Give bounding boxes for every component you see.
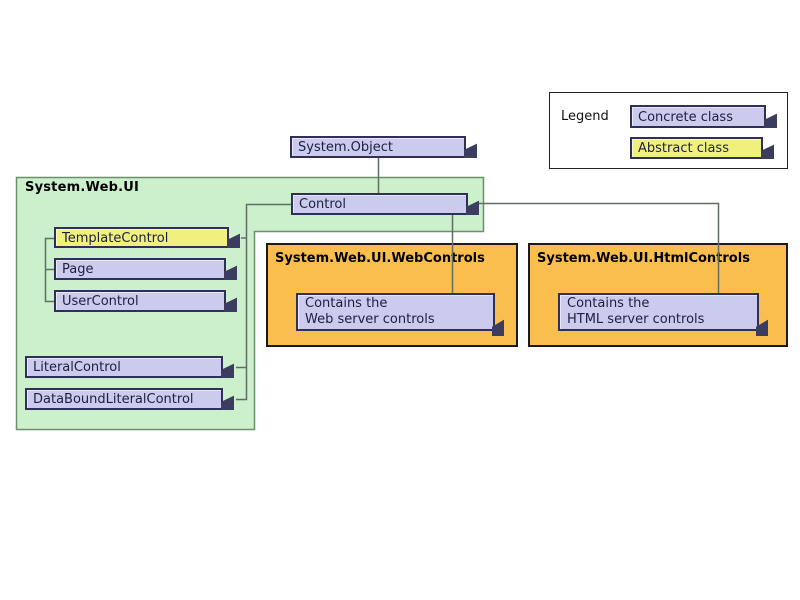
template-control-box: TemplateControl <box>54 227 240 248</box>
namespace-web-controls-title: System.Web.UI.WebControls <box>275 251 485 266</box>
shadow-flap-icon <box>224 265 237 280</box>
namespace-web-controls: System.Web.UI.WebControls Contains the W… <box>266 243 518 347</box>
legend: Legend Concrete class Abstract class <box>549 92 788 169</box>
user-control-box: UserControl <box>54 290 237 312</box>
legend-concrete-class-box: Concrete class <box>630 105 777 128</box>
web-controls-note-box: Contains the Web server controls <box>296 293 504 336</box>
databound-literal-control-label: DataBoundLiteralControl <box>33 392 194 407</box>
page-box: Page <box>54 258 237 280</box>
control-box: Control <box>291 193 479 215</box>
page-label: Page <box>62 262 94 277</box>
literal-control-box: LiteralControl <box>25 356 234 378</box>
control-label: Control <box>299 197 346 212</box>
shadow-flap-icon <box>764 113 777 128</box>
legend-abstract-class-label: Abstract class <box>638 141 729 156</box>
legend-abstract-class-box: Abstract class <box>630 137 774 159</box>
html-controls-note-line1: Contains the <box>567 296 650 311</box>
shadow-flap-icon <box>492 319 504 336</box>
legend-title: Legend <box>561 109 609 124</box>
shadow-flap-icon <box>761 144 774 159</box>
namespace-html-controls: System.Web.UI.HtmlControls Contains the … <box>528 243 788 347</box>
web-controls-note-line2: Web server controls <box>305 312 435 327</box>
shadow-flap-icon <box>224 297 237 312</box>
html-controls-note-line2: HTML server controls <box>567 312 705 327</box>
shadow-flap-icon <box>466 200 479 215</box>
shadow-flap-icon <box>221 395 234 410</box>
shadow-flap-icon <box>464 143 477 158</box>
legend-concrete-class-label: Concrete class <box>638 109 733 125</box>
connector-template-children-bracket <box>44 237 54 303</box>
html-controls-note-box: Contains the HTML server controls <box>558 293 768 336</box>
literal-control-label: LiteralControl <box>33 360 121 375</box>
databound-literal-control-box: DataBoundLiteralControl <box>25 388 234 410</box>
shadow-flap-icon <box>221 363 234 378</box>
namespace-html-controls-title: System.Web.UI.HtmlControls <box>537 251 750 266</box>
user-control-label: UserControl <box>62 294 139 309</box>
shadow-flap-icon <box>756 319 768 336</box>
template-control-label: TemplateControl <box>62 230 169 246</box>
system-object-box: System.Object <box>290 136 477 158</box>
system-object-label: System.Object <box>298 140 393 155</box>
namespace-web-ui-title: System.Web.UI <box>25 180 140 195</box>
web-controls-note-line1: Contains the <box>305 296 388 311</box>
shadow-flap-icon <box>227 233 240 248</box>
